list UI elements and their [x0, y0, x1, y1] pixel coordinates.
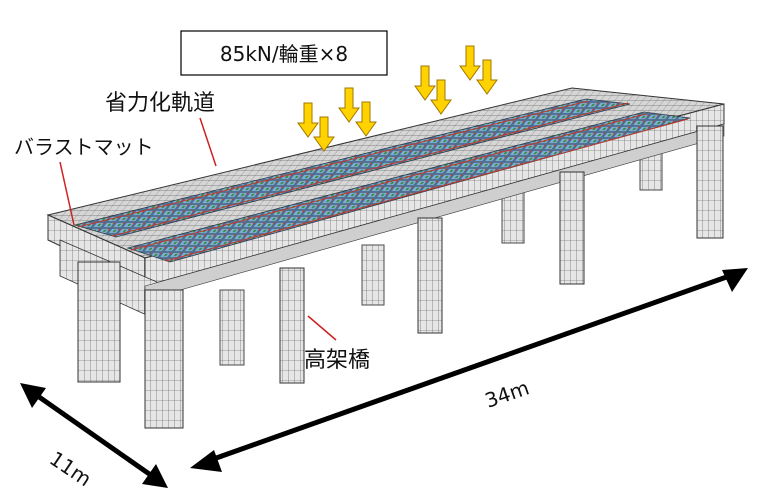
load-arrow-5: [414, 65, 436, 101]
load-arrow-6: [430, 79, 452, 115]
length-arrowhead-left: [190, 450, 222, 472]
pier-front-6: [696, 125, 724, 239]
rail-2: [111, 102, 629, 237]
load-arrows: [297, 45, 498, 152]
track-label: 省力化軌道: [105, 91, 215, 116]
rail-3: [130, 113, 647, 251]
front-piers: [77, 125, 724, 429]
load-arrow-4: [355, 101, 377, 137]
mat-label: バラストマット: [14, 135, 154, 159]
pier-front-2: [144, 289, 184, 429]
load-arrow-1: [297, 102, 319, 138]
load-label-box: [180, 30, 388, 76]
viaduct-label: 高架橋: [304, 348, 370, 373]
tracks: [73, 98, 691, 263]
track-left: [73, 98, 631, 238]
pier-back-2: [361, 244, 385, 306]
pier-front-3: [279, 267, 305, 384]
width-label: 11m: [45, 446, 96, 491]
viaduct-leader: [307, 315, 337, 341]
track-leader: [199, 117, 217, 167]
length-label: 34m: [482, 375, 532, 412]
length-dimension: 34m: [190, 268, 748, 472]
length-arrow-line: [204, 271, 736, 465]
mat-leader: [59, 161, 75, 226]
load-label: 85kN/輪重×8: [220, 42, 348, 66]
load-arrow-3: [338, 87, 360, 123]
load-arrow-7: [459, 45, 481, 81]
rail-4: [165, 118, 689, 262]
pier-front-5: [559, 171, 585, 285]
deck-slab: [46, 87, 725, 331]
width-arrowhead-top: [20, 383, 46, 408]
length-arrowhead-right: [722, 268, 748, 292]
width-arrow-line: [30, 389, 157, 481]
load-arrow-8: [476, 59, 498, 95]
pier-back-1: [219, 289, 245, 366]
rail-1: [77, 100, 589, 228]
pier-front-1: [77, 261, 121, 383]
track-right: [126, 111, 691, 263]
load-arrow-2: [313, 116, 335, 152]
width-arrowhead-bottom: [142, 464, 168, 488]
pier-front-4: [417, 217, 443, 334]
